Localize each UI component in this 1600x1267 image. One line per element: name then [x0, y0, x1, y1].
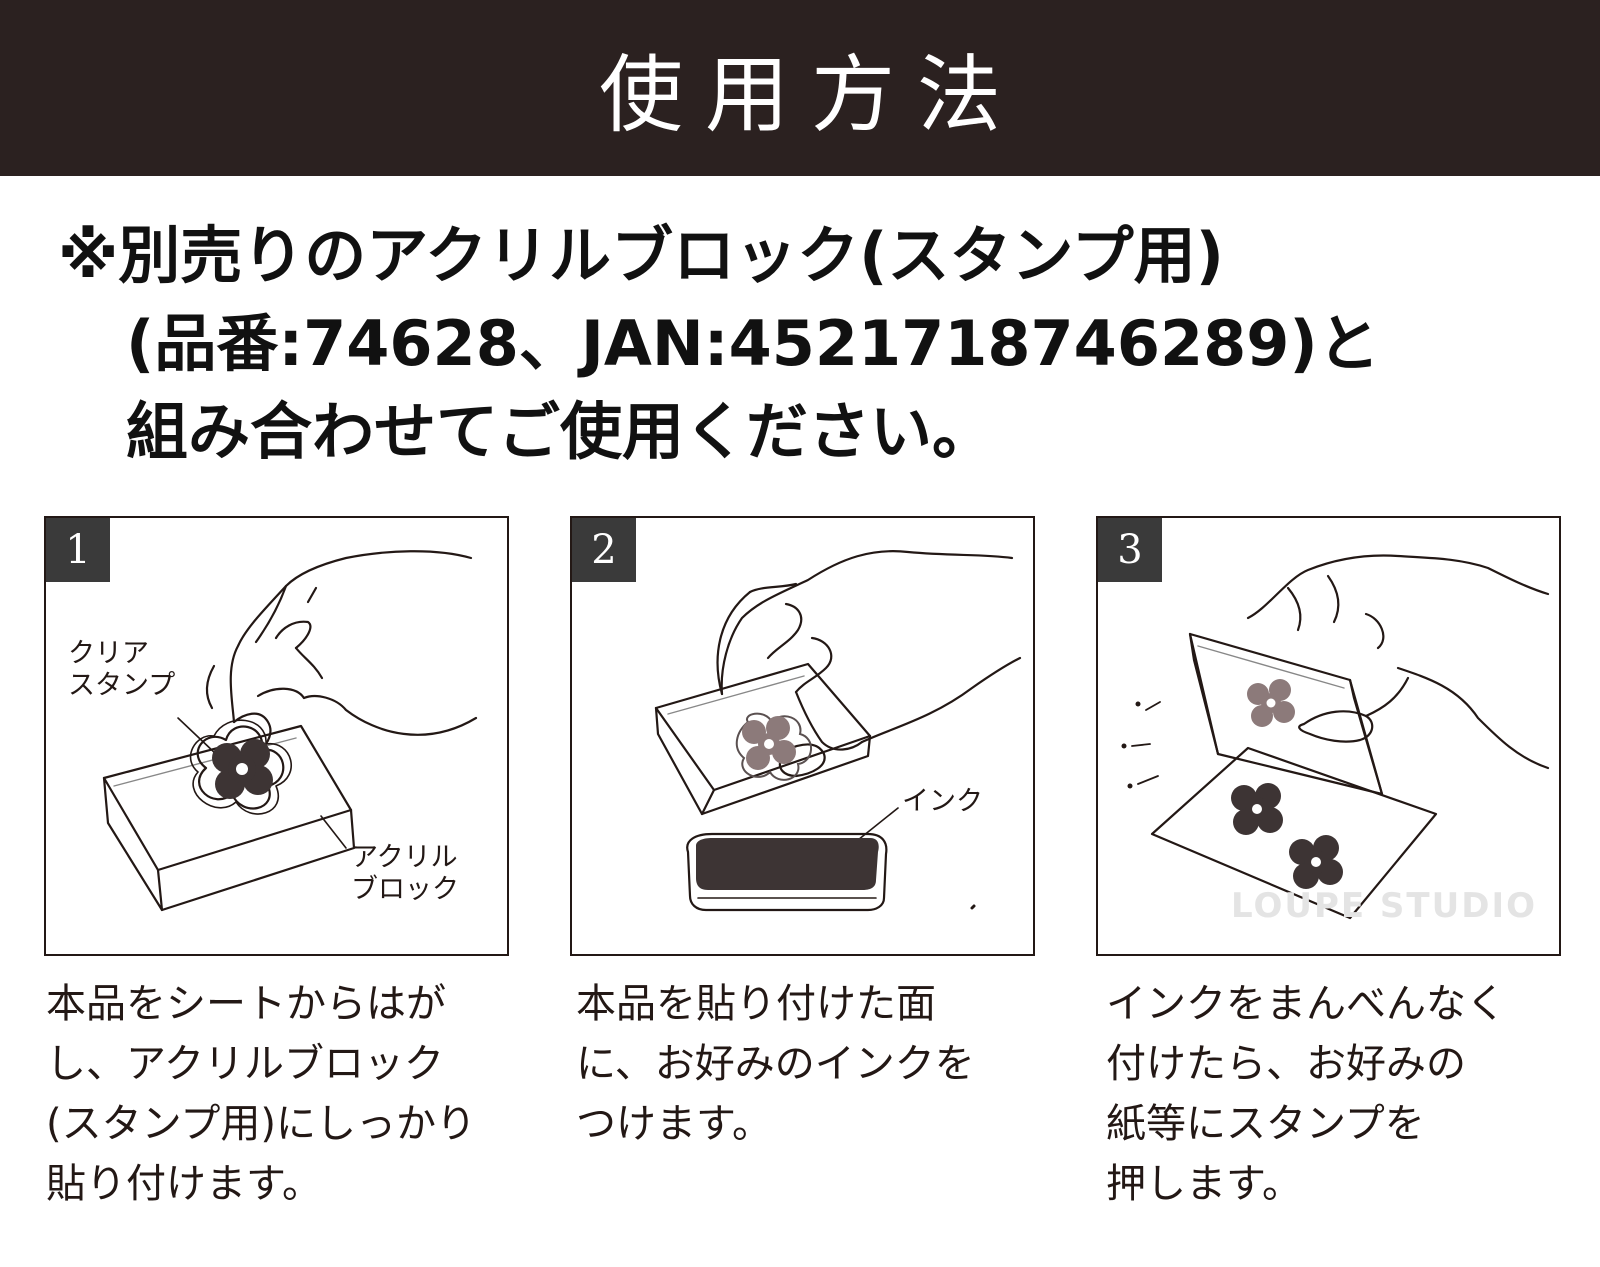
step-3-description-line-1: インクをまんべんなく	[1106, 981, 1506, 1027]
step-2-description: 本品を貼り付けた面 に、お好みのインクを つけます。	[576, 974, 1056, 1154]
step-1-description-line-2: し、アクリルブロック	[46, 1041, 444, 1087]
step-2-panel: 2 インク	[570, 516, 1035, 956]
step-1-description-line-3: (スタンプ用)にしっかり	[46, 1101, 477, 1147]
step-2-description-line-3: つけます。	[576, 1101, 772, 1147]
step-3-number: 3	[1098, 518, 1162, 582]
step-2-description-line-2: に、お好みのインクを	[576, 1041, 975, 1087]
step-1-number: 1	[46, 518, 110, 582]
step-3-illustration	[1121, 554, 1550, 920]
notice-text: ※別売りのアクリルブロック(スタンプ用) (品番:74628、JAN:45217…	[58, 212, 1538, 476]
step-2-illustration	[654, 550, 1022, 912]
acrylic-block-label-line-1: アクリル	[351, 842, 458, 873]
step-1-description-line-4: 貼り付けます。	[46, 1161, 322, 1207]
step-1-description: 本品をシートからはが し、アクリルブロック (スタンプ用)にしっかり 貼り付けま…	[46, 974, 526, 1214]
notice-line-3: 組み合わせてご使用ください。	[126, 395, 995, 468]
step-3-description-line-4: 押します。	[1106, 1161, 1302, 1207]
clear-stamp-label-line-2: スタンプ	[68, 670, 176, 701]
page-title: 使用方法	[598, 45, 1023, 144]
step-3-panel: 3 LOUPE STUDIO	[1096, 516, 1561, 956]
notice-line-2: (品番:74628、JAN:4521718746289)と	[126, 307, 1380, 380]
ink-label: インク	[902, 786, 983, 818]
step-1-description-line-1: 本品をシートからはが	[46, 981, 446, 1027]
clear-stamp-label-line-1: クリア	[68, 638, 149, 669]
acrylic-block-label-line-2: ブロック	[351, 874, 459, 905]
step-3-description-line-3: 紙等にスタンプを	[1106, 1101, 1425, 1147]
acrylic-block-label: アクリル ブロック	[351, 842, 459, 906]
step-3-description-line-2: 付けたら、お好みの	[1106, 1041, 1466, 1087]
step-1-panel: 1 クリア スタンプ アクリル ブロック	[44, 516, 509, 956]
header-bar: 使用方法	[0, 0, 1600, 176]
step-3-description: インクをまんべんなく 付けたら、お好みの 紙等にスタンプを 押します。	[1106, 974, 1586, 1214]
step-2-number: 2	[572, 518, 636, 582]
step-1-illustration	[102, 550, 478, 912]
notice-line-1: ※別売りのアクリルブロック(スタンプ用)	[58, 219, 1224, 292]
ink-label-line-1: インク	[902, 786, 983, 817]
step-2-description-line-1: 本品を貼り付けた面	[576, 981, 936, 1027]
clear-stamp-label: クリア スタンプ	[68, 638, 175, 702]
watermark-logo: LOUPE STUDIO	[1230, 886, 1537, 926]
